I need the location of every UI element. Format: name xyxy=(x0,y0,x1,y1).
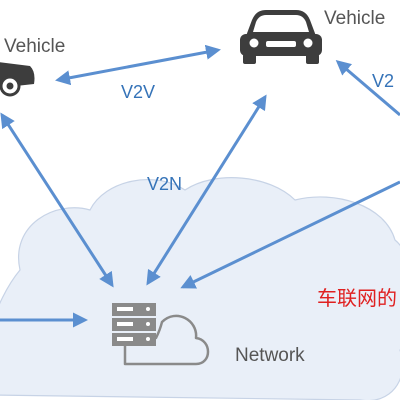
right-network-arrow xyxy=(180,180,400,289)
watermark-text: 车联网的 xyxy=(317,286,397,310)
network-label: Network xyxy=(235,345,305,366)
car-icon-right xyxy=(240,10,322,64)
v2v-label: V2V xyxy=(121,82,156,102)
right-vehicle-link-arrow xyxy=(335,60,400,117)
v2n-label: V2N xyxy=(147,174,183,194)
vehicle-left-label: Vehicle xyxy=(4,36,66,57)
left-vehicle-network-arrow xyxy=(0,112,114,288)
connection-arrows xyxy=(0,44,400,328)
vehicle-right-label: Vehicle xyxy=(324,8,386,29)
car-icon-left xyxy=(0,62,35,97)
right-link-label: V2 xyxy=(372,71,395,91)
network-server-icon xyxy=(112,303,210,366)
v2v-arrow xyxy=(55,44,221,86)
v2n-arrow xyxy=(146,94,267,286)
